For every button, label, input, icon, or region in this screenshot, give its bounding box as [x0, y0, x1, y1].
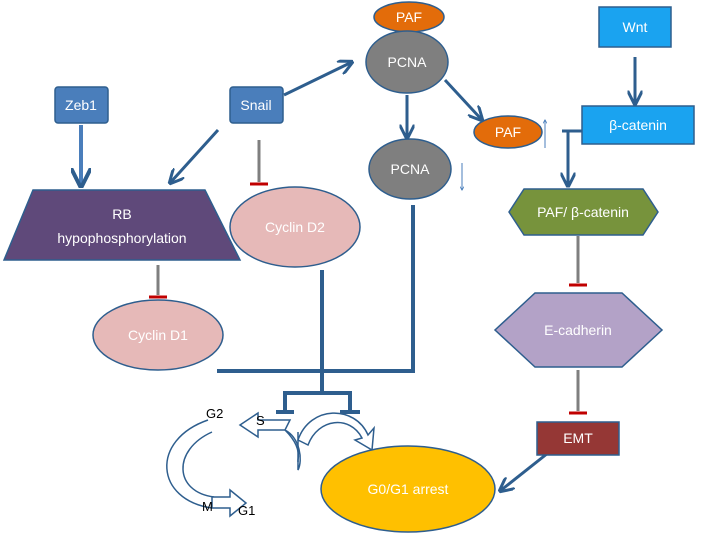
cycle-arc-right: [284, 429, 301, 471]
node-g0-g1-arrest: G0/G1 arrest: [320, 445, 496, 533]
cycle-arc-left: [166, 419, 213, 509]
cyclin-d2-label: Cyclin D2: [265, 219, 325, 235]
cell-cycle-labels: G2 S M G1: [202, 406, 265, 518]
cell-cycle: [166, 411, 375, 518]
paf-beta-catenin-label: PAF/ β-catenin: [537, 204, 629, 220]
rb-label-line2: hypophosphorylation: [57, 230, 186, 246]
node-paf-top: PAF: [373, 1, 445, 33]
emt-label: EMT: [563, 430, 593, 446]
paf-top-label: PAF: [396, 9, 422, 25]
cycle-arc-left-inner: [182, 431, 215, 498]
cyclin-d1-label: Cyclin D1: [128, 327, 188, 343]
cycle-label-m: M: [202, 499, 213, 514]
paf-mid-label: PAF: [495, 124, 521, 140]
node-pcna-top: PCNA: [365, 30, 449, 94]
cycle-label-g2: G2: [206, 406, 223, 421]
snail-label: Snail: [240, 97, 271, 113]
beta-catenin-label: β-catenin: [609, 117, 667, 133]
node-beta-catenin: β-catenin: [581, 105, 695, 145]
arrow-snail-to-rb: [170, 128, 220, 183]
cycle-label-s: S: [256, 413, 265, 428]
node-cyclin-d1: Cyclin D1: [92, 299, 224, 371]
arrow-pcna-to-paf: [443, 78, 482, 120]
node-zeb1: Zeb1: [54, 86, 109, 124]
g0-g1-arrest-label: G0/G1 arrest: [368, 481, 449, 497]
node-e-cadherin: E-cadherin: [493, 292, 664, 368]
arrow-emt-to-arrest: [500, 451, 549, 491]
pcna-mid-label: PCNA: [391, 161, 431, 177]
cycle-arrow-g1: [211, 488, 248, 518]
connectors: [81, 57, 635, 491]
node-wnt: Wnt: [598, 6, 672, 48]
wnt-label: Wnt: [623, 19, 648, 35]
node-pcna-mid: PCNA: [368, 138, 452, 200]
arrow-snail-to-pcna: [283, 62, 352, 97]
cycle-arrow-g2: [238, 411, 292, 439]
rb-label-line1: RB: [112, 206, 131, 222]
node-snail: Snail: [229, 86, 284, 124]
node-rb-hypophosphorylation: RB hypophosphorylation: [2, 189, 242, 261]
node-paf-beta-catenin: PAF/ β-catenin: [508, 188, 659, 236]
pcna-top-label: PCNA: [388, 54, 428, 70]
node-cyclin-d2: Cyclin D2: [229, 186, 361, 268]
node-paf-mid: PAF: [473, 115, 543, 149]
zeb1-label: Zeb1: [65, 97, 97, 113]
node-emt: EMT: [536, 421, 620, 456]
cycle-label-g1: G1: [238, 503, 255, 518]
cycle-arrow-arrest: [297, 412, 375, 452]
e-cadherin-label: E-cadherin: [544, 322, 612, 338]
